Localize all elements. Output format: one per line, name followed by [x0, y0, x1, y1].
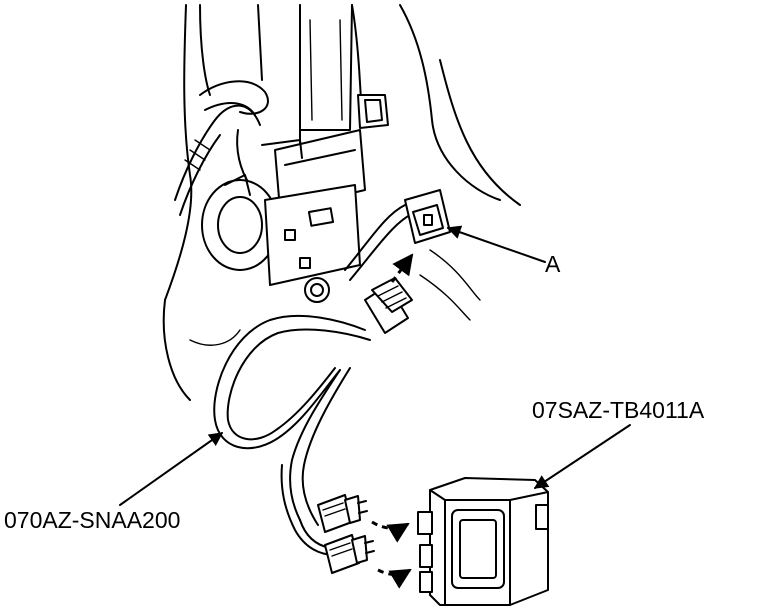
leader-lines — [119, 225, 631, 506]
wire-harness-loop — [213, 314, 371, 556]
callout-harness-part-number: 070AZ-SNAA200 — [4, 507, 180, 533]
control-module — [417, 477, 549, 606]
harness-end-plugs — [317, 494, 412, 589]
callout-connector-a: A — [545, 251, 561, 277]
vehicle-connector-a — [344, 189, 451, 281]
callout-module-part-number: 07SAZ-TB4011A — [532, 397, 705, 423]
belt-retractor — [201, 94, 389, 303]
harness-connector — [364, 253, 414, 334]
seat-belt-webbing — [299, 4, 353, 131]
vehicle-wire-bundle — [174, 80, 269, 216]
